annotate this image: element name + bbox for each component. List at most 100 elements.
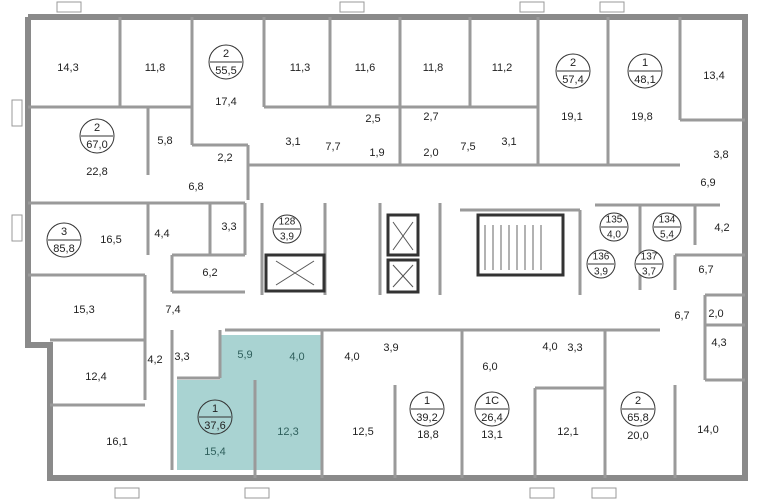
room-area[interactable]: 2,0 <box>423 147 438 159</box>
room-area[interactable]: 11,6 <box>355 62 376 74</box>
room-area[interactable]: 15,4 <box>204 446 225 458</box>
room-area[interactable]: 4,4 <box>154 228 169 240</box>
room-area[interactable]: 1,9 <box>369 147 384 159</box>
room-area[interactable]: 6,8 <box>188 181 203 193</box>
room-area[interactable]: 7,4 <box>165 304 180 316</box>
svg-text:1: 1 <box>212 403 218 415</box>
room-area[interactable]: 4,2 <box>147 354 162 366</box>
room-area[interactable]: 14,3 <box>57 62 78 74</box>
apartment-badge[interactable]: 148,1 <box>627 53 663 89</box>
svg-text:1: 1 <box>642 57 648 69</box>
room-area[interactable]: 6,2 <box>202 267 217 279</box>
apartment-badge[interactable]: 255,5 <box>208 44 244 80</box>
room-area[interactable]: 7,5 <box>460 141 475 153</box>
svg-text:2: 2 <box>570 57 576 69</box>
room-area[interactable]: 5,9 <box>237 349 252 361</box>
room-area[interactable]: 6,9 <box>700 177 715 189</box>
room-area[interactable]: 4,3 <box>711 337 726 349</box>
svg-text:85,8: 85,8 <box>53 243 74 255</box>
balconies <box>11 1 625 499</box>
svg-text:3,9: 3,9 <box>280 232 294 243</box>
room-area[interactable]: 18,8 <box>417 429 438 441</box>
room-area[interactable]: 11,3 <box>290 62 311 74</box>
apartment-badge[interactable]: 139,2 <box>409 391 445 427</box>
svg-text:39,2: 39,2 <box>416 412 437 424</box>
room-area[interactable]: 13,4 <box>703 70 724 82</box>
svg-text:48,1: 48,1 <box>634 74 655 86</box>
room-area[interactable]: 4,0 <box>542 341 557 353</box>
room-area[interactable]: 6,0 <box>482 361 497 373</box>
room-area[interactable]: 15,3 <box>73 304 94 316</box>
apartment-badge[interactable]: 1С 26,4 <box>474 391 510 427</box>
room-area[interactable]: 3,3 <box>567 342 582 354</box>
svg-text:2: 2 <box>94 122 100 134</box>
svg-text:55,5: 55,5 <box>215 65 236 77</box>
room-area[interactable]: 5,8 <box>157 135 172 147</box>
svg-text:26,4: 26,4 <box>481 412 502 424</box>
room-area[interactable]: 12,4 <box>85 371 106 383</box>
room-area[interactable]: 19,8 <box>631 111 652 123</box>
room-area[interactable]: 3,1 <box>285 136 300 148</box>
elevator-shafts <box>264 213 420 294</box>
room-area[interactable]: 12,5 <box>352 426 373 438</box>
apartment-badge[interactable]: 385,8 <box>46 222 82 258</box>
apartment-badge-selected[interactable]: 137,6 <box>197 399 233 435</box>
room-area[interactable]: 2,5 <box>365 113 380 125</box>
room-area[interactable]: 3,3 <box>221 221 236 233</box>
svg-text:65,8: 65,8 <box>627 412 648 424</box>
svg-text:134: 134 <box>659 215 676 226</box>
room-area[interactable]: 6,7 <box>674 310 689 322</box>
room-labels: 14,3 11,8 17,4 11,3 11,6 11,8 11,2 19,1 … <box>57 62 729 458</box>
room-area[interactable]: 17,4 <box>215 96 236 108</box>
room-area[interactable]: 11,8 <box>423 62 444 74</box>
room-area[interactable]: 7,7 <box>325 141 340 153</box>
room-area[interactable]: 13,1 <box>481 429 502 441</box>
svg-text:3,7: 3,7 <box>642 267 656 278</box>
room-area[interactable]: 2,2 <box>217 152 232 164</box>
outer-wall <box>25 14 748 481</box>
room-area[interactable]: 14,0 <box>697 424 718 436</box>
apartment-badge[interactable]: 265,8 <box>620 391 656 427</box>
room-area[interactable]: 11,2 <box>492 62 513 74</box>
svg-text:128: 128 <box>279 217 296 228</box>
room-area[interactable]: 3,1 <box>501 136 516 148</box>
svg-text:137: 137 <box>641 252 658 263</box>
svg-text:57,4: 57,4 <box>562 74 583 86</box>
interior-walls <box>28 17 745 478</box>
room-area[interactable]: 3,8 <box>713 149 728 161</box>
room-area[interactable]: 16,1 <box>106 436 127 448</box>
svg-text:67,0: 67,0 <box>86 139 107 151</box>
room-area[interactable]: 22,8 <box>86 166 107 178</box>
room-area[interactable]: 20,0 <box>627 430 648 442</box>
room-area[interactable]: 3,3 <box>174 351 189 363</box>
room-area[interactable]: 2,7 <box>423 111 438 123</box>
room-area[interactable]: 19,1 <box>561 111 582 123</box>
svg-text:2: 2 <box>635 395 641 407</box>
room-area[interactable]: 4,0 <box>344 351 359 363</box>
room-area[interactable]: 12,3 <box>277 426 298 438</box>
svg-text:1С: 1С <box>485 395 499 407</box>
svg-text:37,6: 37,6 <box>204 420 225 432</box>
room-area[interactable]: 12,1 <box>557 426 578 438</box>
svg-text:4,0: 4,0 <box>607 230 621 241</box>
room-area[interactable]: 4,2 <box>714 222 729 234</box>
svg-text:1: 1 <box>424 395 430 407</box>
room-area[interactable]: 16,5 <box>100 234 121 246</box>
room-area[interactable]: 2,0 <box>708 308 723 320</box>
selected-apartment-area[interactable] <box>177 335 322 470</box>
room-area[interactable]: 3,9 <box>383 342 398 354</box>
svg-text:2: 2 <box>223 48 229 60</box>
svg-text:3: 3 <box>61 226 67 238</box>
room-area[interactable]: 11,8 <box>145 62 166 74</box>
room-area[interactable]: 6,7 <box>698 264 713 276</box>
room-area[interactable]: 4,0 <box>289 351 304 363</box>
apartment-badge[interactable]: 267,0 <box>79 118 115 154</box>
apartment-badge[interactable]: 257,4 <box>555 53 591 89</box>
staircase <box>476 213 565 277</box>
